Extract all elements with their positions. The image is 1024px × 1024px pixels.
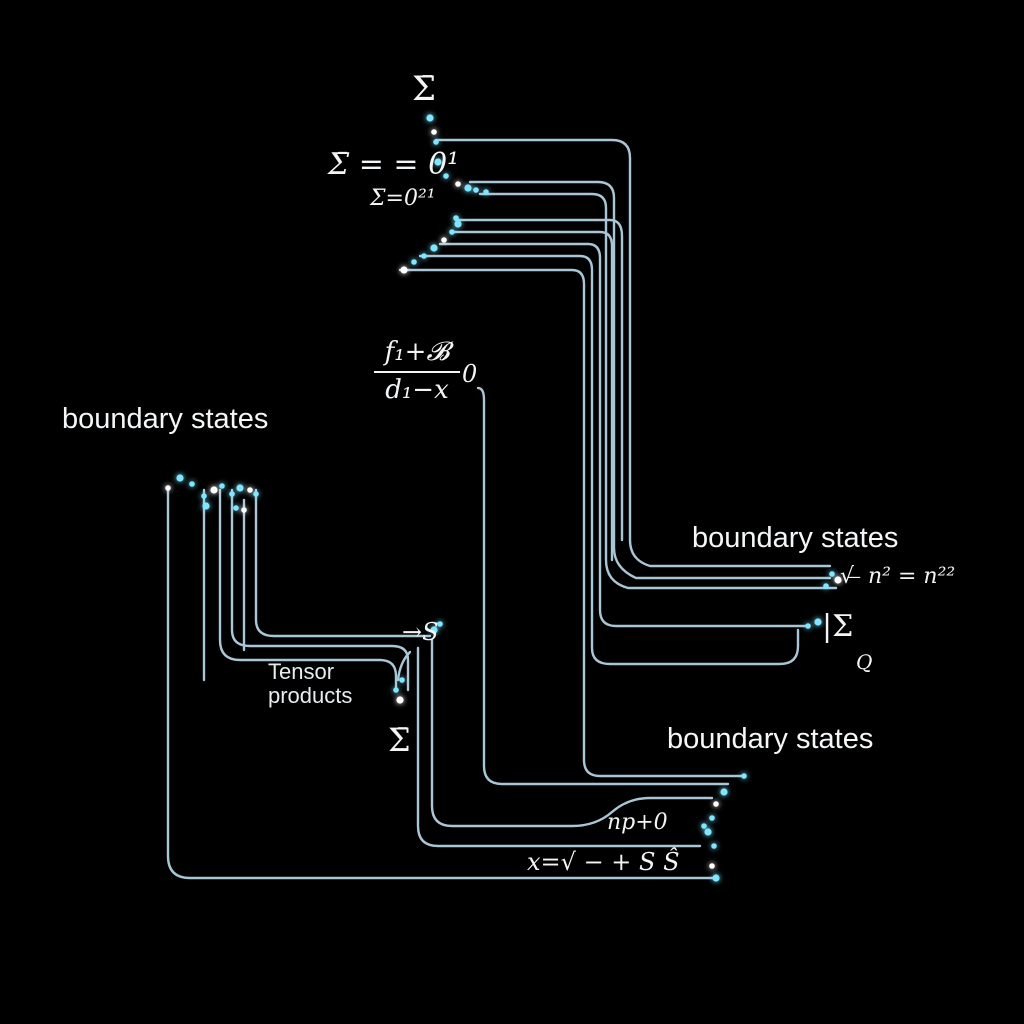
s-arrow: →S [402, 618, 439, 646]
glow-node [709, 863, 715, 869]
glow-node [426, 114, 434, 122]
glow-node [396, 696, 404, 704]
wire-2 [468, 180, 832, 580]
glow-node [241, 507, 247, 513]
glow-node [720, 788, 728, 796]
glow-node [829, 571, 835, 577]
glow-node [411, 259, 417, 265]
wires [166, 138, 838, 880]
wire-4 [454, 218, 624, 542]
glow-node [233, 505, 239, 511]
glow-node [449, 229, 455, 235]
wire-7 [418, 254, 800, 666]
sigma-mid: Σ̄ [388, 721, 411, 759]
wire-14 [254, 488, 432, 638]
glow-node [805, 623, 811, 629]
fraction-annotation: f₁+𝓑 d₁−x [374, 337, 460, 406]
glow-node [236, 484, 244, 492]
boundary-states-label-right-top: boundary states [692, 522, 899, 554]
glow-node [454, 220, 462, 228]
glow-node [709, 815, 715, 821]
wire-8 [398, 268, 746, 778]
glow-node [441, 237, 447, 243]
wire-5 [450, 230, 614, 562]
boundary-states-label-left: boundary states [62, 403, 269, 435]
tensor-products-label: Tensor products [268, 659, 353, 709]
wire-6 [438, 242, 808, 628]
glow-node [713, 801, 719, 807]
glow-nodes [165, 114, 842, 882]
glow-node [741, 773, 747, 779]
glow-node [834, 576, 842, 584]
glow-node [253, 491, 259, 497]
wire-1 [434, 138, 832, 568]
glow-node [433, 139, 439, 145]
glow-node [219, 483, 225, 489]
glow-node [455, 181, 461, 187]
wire-9 [476, 386, 730, 786]
glow-node [712, 874, 720, 882]
glow-node [443, 173, 449, 179]
sigma-top: Σ̄ [412, 69, 437, 109]
glow-node [823, 583, 829, 589]
glow-node [393, 687, 399, 693]
sigma-right-sub: Q [856, 650, 873, 674]
glow-node [453, 215, 459, 221]
glow-node [701, 823, 707, 829]
sigma-right: |Σ [822, 609, 854, 644]
sqrt-equation-right: √ ̶ n² = n²² [840, 564, 956, 589]
wire-12 [218, 488, 398, 692]
glow-node [421, 253, 427, 259]
x-equation: x=√ − + S Ŝ [527, 848, 680, 876]
glow-node [483, 189, 489, 195]
sigma-equation-sub: Σ=0²¹ [370, 186, 436, 211]
glow-node [229, 491, 235, 497]
glow-node [210, 486, 218, 494]
glow-node [189, 481, 195, 487]
fraction-bar [374, 370, 460, 373]
glow-node [437, 621, 443, 627]
np-equation: np+0 [607, 810, 668, 835]
glow-node [400, 266, 408, 274]
glow-node [711, 843, 717, 849]
glow-node [434, 158, 442, 166]
wire-17 [416, 646, 702, 848]
wire-16 [430, 638, 714, 828]
glow-node [247, 487, 253, 493]
glow-node [430, 244, 438, 252]
fraction-numerator: f₁+𝓑 [384, 337, 450, 367]
wire-10 [166, 488, 718, 880]
glow-node [704, 828, 712, 836]
glow-node [464, 184, 472, 192]
glow-node [165, 485, 171, 491]
glow-node [431, 129, 437, 135]
boundary-states-label-right-bottom: boundary states [667, 723, 874, 755]
wire-18 [396, 650, 412, 682]
glow-node [473, 187, 479, 193]
glow-node [201, 493, 207, 499]
wire-3 [478, 192, 838, 590]
glow-node [430, 626, 438, 634]
fraction-denominator: d₁−x [385, 374, 449, 405]
glow-node [814, 618, 822, 626]
sigma-equation: Σ̄ = = 0¹ [328, 147, 460, 182]
fraction-tail: 0 [462, 360, 478, 388]
glow-node [176, 474, 184, 482]
glow-node [202, 502, 210, 510]
glow-node [399, 677, 405, 683]
